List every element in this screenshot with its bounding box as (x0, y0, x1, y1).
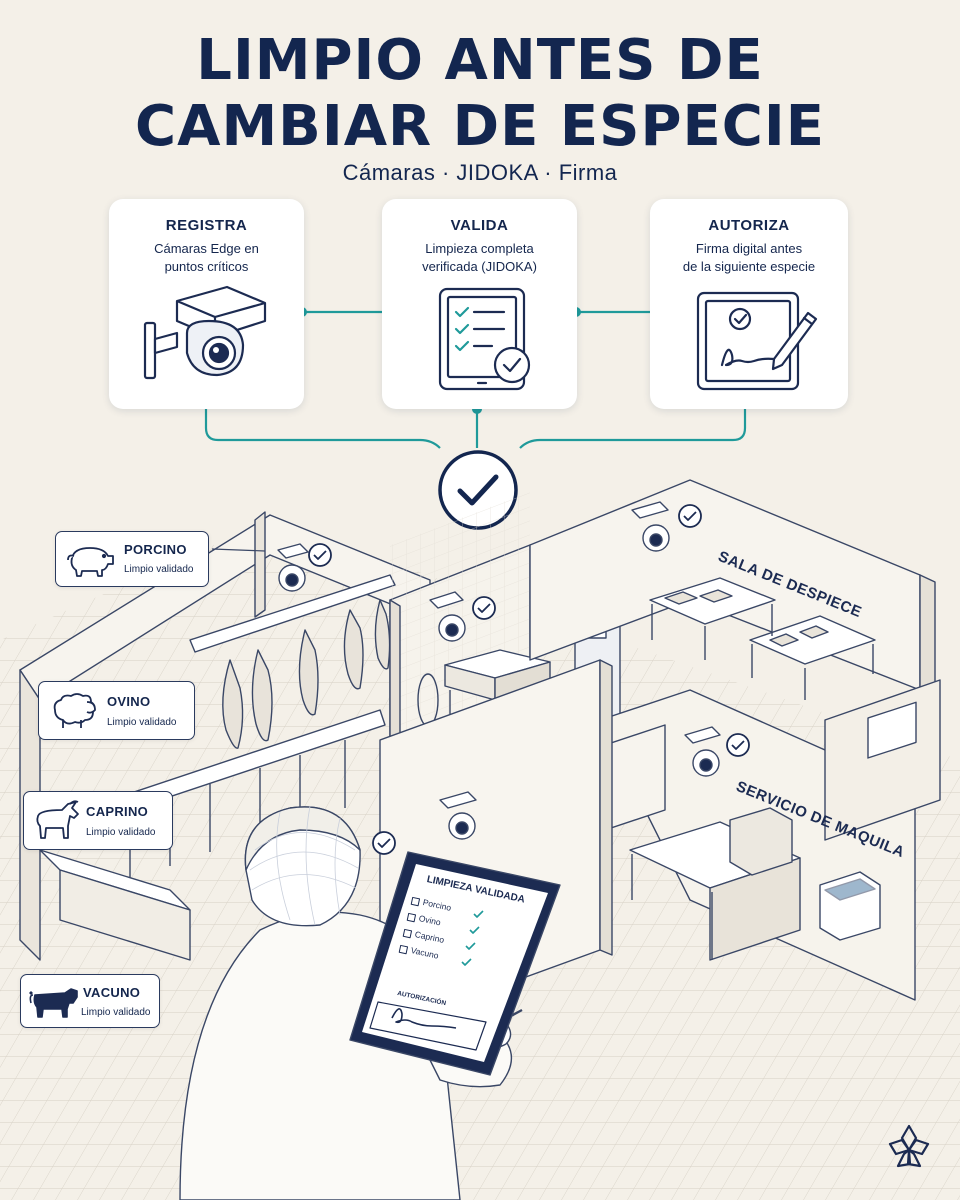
step-description: Limpieza completa verificada (JIDOKA) (422, 241, 537, 274)
plant-floor-illustration (0, 479, 960, 1200)
security-camera-icon (143, 285, 266, 380)
cow-icon (29, 988, 78, 1018)
title-line-1: LIMPIO ANTES DE (196, 28, 764, 93)
goat-icon (36, 800, 79, 839)
pig-icon (67, 547, 114, 577)
validation-tablet (349, 851, 561, 1076)
step-card-valida: VALIDA Limpieza completa verificada (JID… (382, 199, 577, 409)
camera-despiece (631, 501, 670, 552)
camera-wash (429, 591, 466, 642)
species-label-vacuno: VACUNO Limpio validado (20, 974, 160, 1028)
step-description: Firma digital antes de la siguiente espe… (682, 241, 816, 274)
species-label-caprino: CAPRINO Limpio validado (23, 791, 173, 850)
step-connectors (204, 307, 747, 449)
camera-partition (439, 791, 477, 840)
species-status: Limpio validado (86, 827, 156, 838)
step-card-registra: REGISTRA Cámaras Edge en puntos críticos (109, 199, 304, 409)
checklist-tablet-icon (438, 287, 530, 391)
step-title: AUTORIZA (708, 217, 790, 234)
signature-pen-icon (696, 291, 818, 391)
species-name: OVINO (107, 694, 151, 709)
subtitle: Cámaras · JIDOKA · Firma (342, 160, 618, 185)
sheep-icon (53, 693, 96, 728)
step-description: Cámaras Edge en puntos críticos (154, 241, 259, 274)
species-status: Limpio validado (107, 717, 177, 728)
species-label-ovino: OVINO Limpio validado (38, 681, 195, 740)
title-line-2: CAMBIAR DE ESPECIE (135, 94, 825, 159)
step-title: VALIDA (450, 217, 509, 234)
species-name: PORCINO (124, 542, 187, 557)
camera-maquila (684, 726, 721, 777)
species-label-porcino: PORCINO Limpio validado (55, 531, 209, 587)
step-card-autoriza: AUTORIZA Firma digital antes de la sigui… (650, 199, 848, 409)
page-title: LIMPIO ANTES DE CAMBIAR DE ESPECIE (0, 28, 960, 160)
step-title: REGISTRA (165, 217, 248, 234)
species-name: CAPRINO (86, 804, 149, 819)
species-status: Limpio validado (124, 564, 194, 575)
camera-porcino (277, 543, 309, 592)
species-name: VACUNO (83, 985, 141, 1000)
species-status: Limpio validado (81, 1007, 151, 1018)
brand-logo-icon (888, 1124, 930, 1168)
